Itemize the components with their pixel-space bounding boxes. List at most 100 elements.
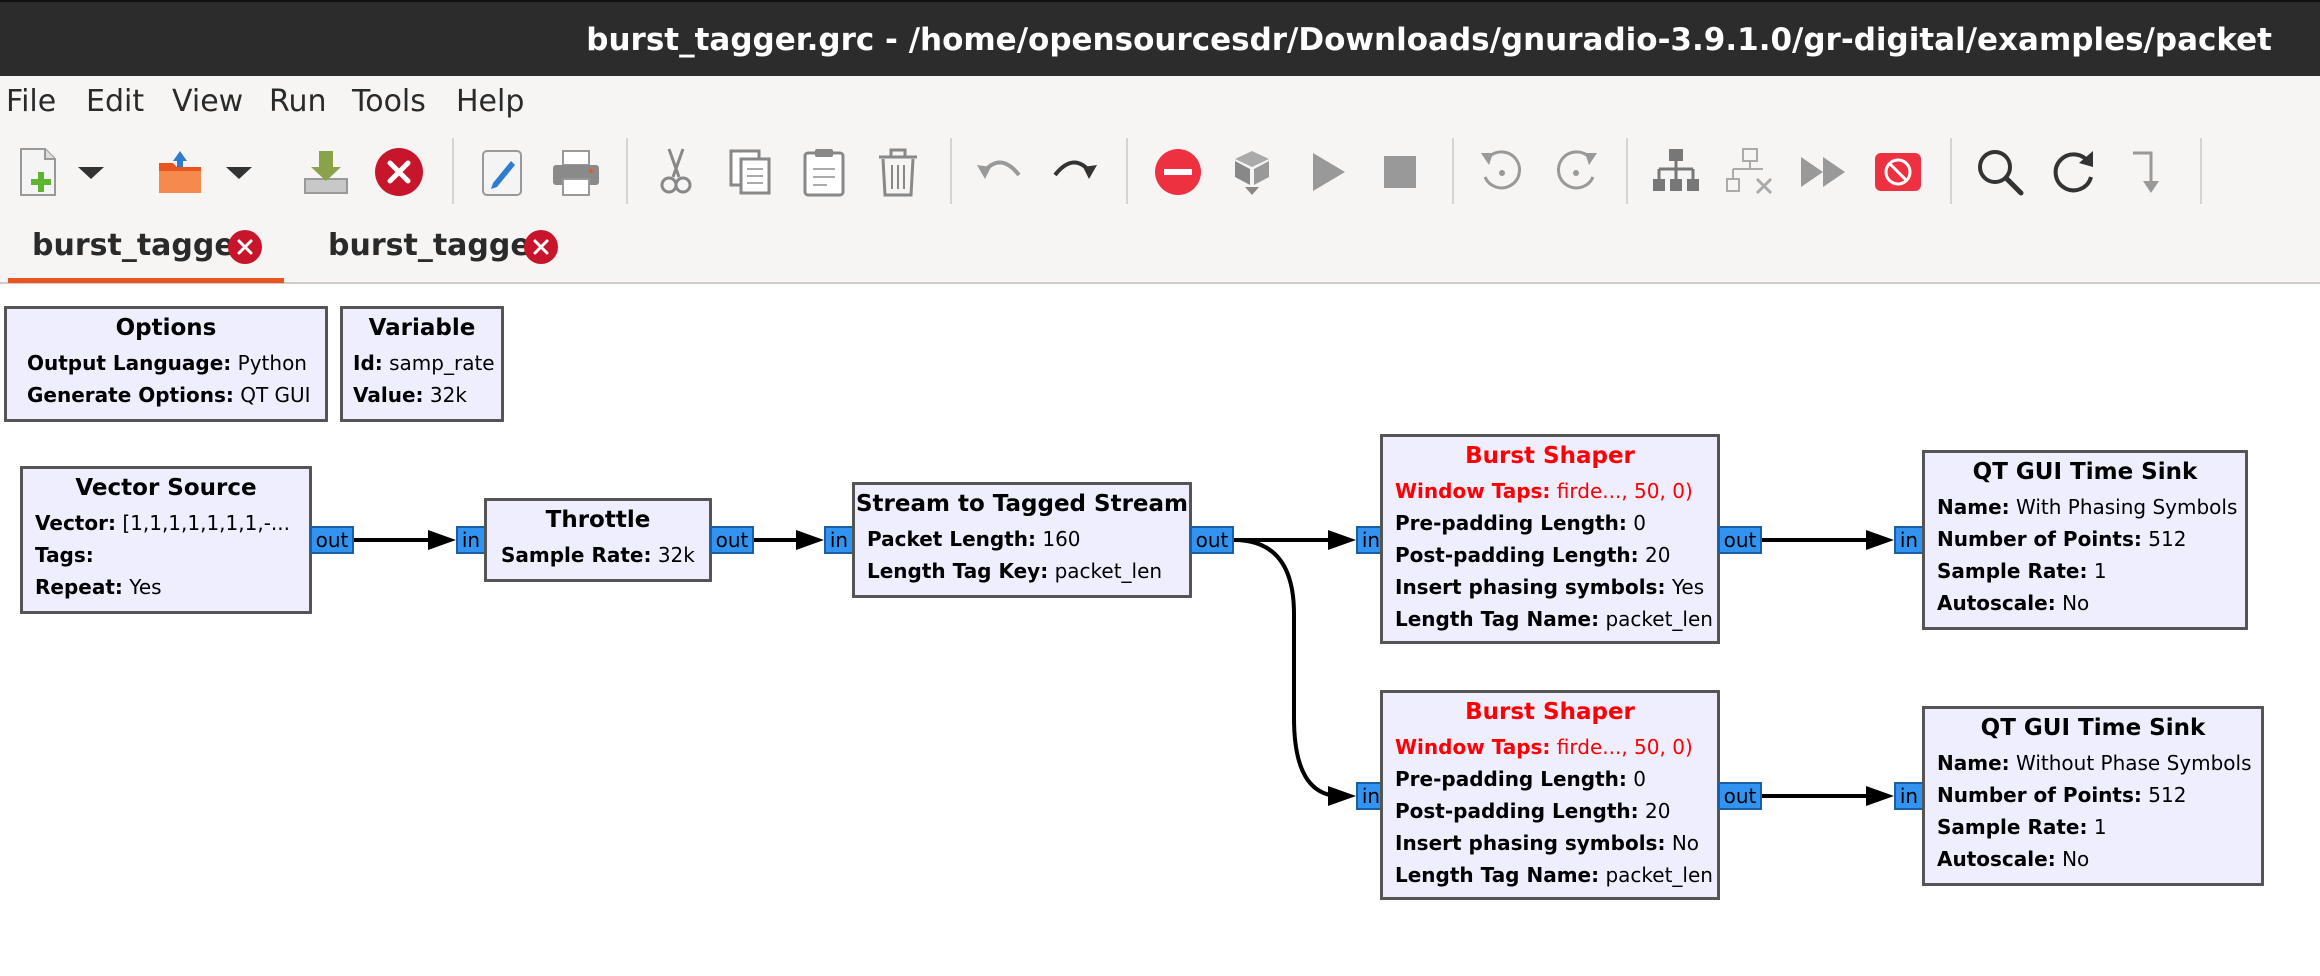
menu-tools[interactable]: Tools xyxy=(352,84,426,119)
stop-sign-icon xyxy=(1155,149,1201,195)
block-param-error: Window Taps: firde..., 50, 0) xyxy=(1395,479,1693,503)
output-port[interactable]: out xyxy=(1190,526,1234,554)
block-param: Sample Rate: 32k xyxy=(501,543,695,567)
input-port[interactable]: in xyxy=(824,526,854,554)
hierarchy-icon xyxy=(1653,149,1699,191)
remove-hier-block-button[interactable] xyxy=(1720,128,1780,216)
open-button[interactable] xyxy=(150,128,210,216)
menu-help[interactable]: Help xyxy=(456,84,525,119)
delete-button[interactable] xyxy=(868,128,928,216)
paste-button[interactable] xyxy=(794,128,854,216)
qt-gui-time-sink-block-1[interactable]: QT GUI Time Sink Name: With Phasing Symb… xyxy=(1922,450,2248,630)
input-port[interactable]: in xyxy=(456,526,486,554)
block-param-error: Window Taps: firde..., 50, 0) xyxy=(1395,735,1693,759)
tab-burst-tagger-1[interactable]: burst_tagger xyxy=(0,216,290,284)
disable-button[interactable] xyxy=(1868,128,1928,216)
qt-gui-time-sink-block-2[interactable]: QT GUI Time Sink Name: Without Phase Sym… xyxy=(1922,706,2264,886)
edit-properties-icon xyxy=(482,150,522,196)
burst-shaper-block-2[interactable]: Burst Shaper Window Taps: firde..., 50, … xyxy=(1380,690,1720,900)
arrow-head xyxy=(1866,530,1894,550)
block-param: Number of Points: 512 xyxy=(1937,527,2187,551)
block-param: Vector: [1,1,1,1,1,1,1,-... xyxy=(35,511,290,535)
throttle-block[interactable]: Throttle Sample Rate: 32k xyxy=(484,498,712,582)
tab-close-button[interactable] xyxy=(524,230,558,264)
bypass-button[interactable] xyxy=(1794,128,1854,216)
block-title: Vector Source xyxy=(75,475,257,501)
menu-file[interactable]: File xyxy=(6,84,57,119)
block-title: Stream to Tagged Stream xyxy=(855,491,1189,517)
close-button[interactable] xyxy=(369,128,429,216)
options-block[interactable]: Options Output Language: Python Generate… xyxy=(4,306,328,422)
block-param: Pre-padding Length: 0 xyxy=(1395,767,1646,791)
menu-view[interactable]: View xyxy=(172,84,244,119)
vector-source-block[interactable]: Vector Source Vector: [1,1,1,1,1,1,1,-..… xyxy=(20,466,312,614)
find-block-button[interactable] xyxy=(1970,128,2030,216)
copy-icon xyxy=(729,149,771,195)
generate-button[interactable] xyxy=(1222,128,1282,216)
rotate-cw-icon xyxy=(1556,150,1597,190)
toolbar-separator xyxy=(626,138,628,204)
tab-label: burst_tagger xyxy=(328,228,546,263)
menu-run[interactable]: Run xyxy=(269,84,327,119)
close-icon xyxy=(533,239,549,255)
block-title: QT GUI Time Sink xyxy=(1972,459,2198,485)
return-arrow-icon xyxy=(2133,151,2159,193)
redo-button[interactable] xyxy=(1044,128,1104,216)
undo-button[interactable] xyxy=(970,128,1030,216)
new-dropdown-button[interactable] xyxy=(76,128,106,216)
reload-button[interactable] xyxy=(2044,128,2104,216)
play-icon xyxy=(1313,153,1345,191)
input-port[interactable]: in xyxy=(1894,526,1924,554)
toolbar-separator xyxy=(950,138,952,204)
create-hier-block-button[interactable] xyxy=(1646,128,1706,216)
block-param: Length Tag Name: packet_len xyxy=(1395,863,1713,887)
toolbar-separator xyxy=(1452,138,1454,204)
block-param: Sample Rate: 1 xyxy=(1937,559,2107,583)
hierarchy-remove-icon xyxy=(1726,148,1773,195)
output-port[interactable]: out xyxy=(710,526,754,554)
rotate-ccw-button[interactable] xyxy=(1472,128,1532,216)
block-param: Post-padding Length: 20 xyxy=(1395,543,1671,567)
block-title: Burst Shaper xyxy=(1465,699,1635,725)
flowgraph-canvas[interactable]: Options Output Language: Python Generate… xyxy=(0,284,2320,976)
block-param: Autoscale: No xyxy=(1937,591,2090,615)
disabled-icon xyxy=(1875,153,1921,191)
block-title: Variable xyxy=(368,315,476,341)
save-button[interactable] xyxy=(296,128,356,216)
block-title: QT GUI Time Sink xyxy=(1980,715,2206,741)
new-flowgraph-button[interactable] xyxy=(8,128,68,216)
rotate-cw-button[interactable] xyxy=(1546,128,1606,216)
tab-close-button[interactable] xyxy=(228,230,262,264)
disable-block-button[interactable] xyxy=(1148,128,1208,216)
open-folder-icon xyxy=(159,151,201,193)
cut-button[interactable] xyxy=(646,128,706,216)
print-button[interactable] xyxy=(546,128,606,216)
block-param: Generate Options: QT GUI xyxy=(27,383,311,407)
tab-burst-tagger-2[interactable]: burst_tagger xyxy=(300,216,590,284)
kill-button[interactable] xyxy=(1370,128,1430,216)
input-port[interactable]: in xyxy=(1356,526,1386,554)
toolbar-separator xyxy=(1626,138,1628,204)
scissors-icon xyxy=(660,148,692,194)
burst-shaper-block-1[interactable]: Burst Shaper Window Taps: firde..., 50, … xyxy=(1380,434,1720,644)
execute-button[interactable] xyxy=(1296,128,1356,216)
arrow-head xyxy=(428,530,456,550)
output-port[interactable]: out xyxy=(1718,782,1762,810)
open-dropdown-button[interactable] xyxy=(224,128,254,216)
block-title: Burst Shaper xyxy=(1465,443,1635,469)
variable-block[interactable]: Variable Id: samp_rate Value: 32k xyxy=(340,306,504,422)
return-button[interactable] xyxy=(2118,128,2178,216)
block-param: Insert phasing symbols: Yes xyxy=(1395,575,1705,599)
output-port[interactable]: out xyxy=(310,526,354,554)
block-param: Length Tag Key: packet_len xyxy=(867,559,1163,583)
copy-button[interactable] xyxy=(720,128,780,216)
stream-to-tagged-stream-block[interactable]: Stream to Tagged Stream Packet Length: 1… xyxy=(852,482,1192,598)
window-title: burst_tagger.grc - /home/opensourcesdr/D… xyxy=(586,22,2272,58)
input-port[interactable]: in xyxy=(1894,782,1924,810)
search-icon xyxy=(1978,150,2024,196)
properties-button[interactable] xyxy=(472,128,532,216)
menu-edit[interactable]: Edit xyxy=(86,84,145,119)
undo-icon xyxy=(977,160,1021,179)
block-param: Output Language: Python xyxy=(27,351,307,375)
output-port[interactable]: out xyxy=(1718,526,1762,554)
